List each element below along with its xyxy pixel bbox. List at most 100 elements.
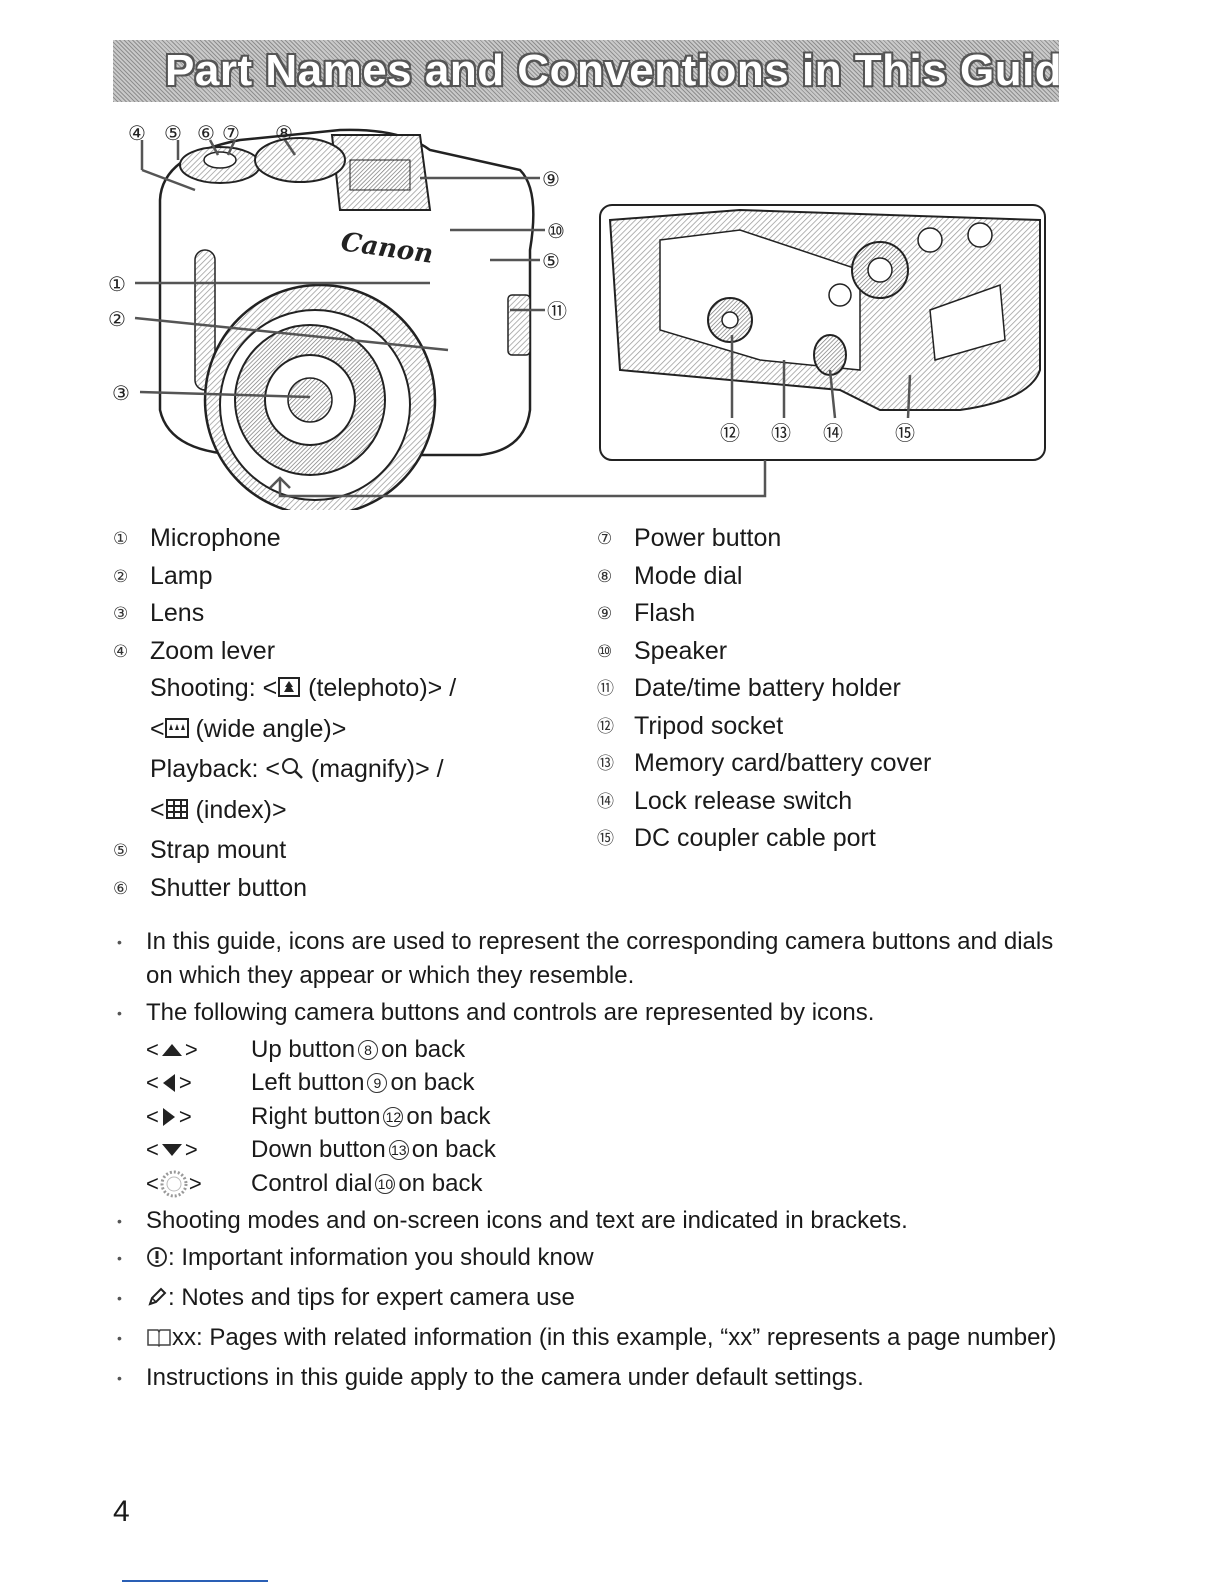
bullet-text: xx: Pages with related information (in t… <box>172 1323 1057 1351</box>
conventions-list: • In this guide, icons are used to repre… <box>113 925 1073 1398</box>
bullet-dot-icon: • <box>117 1212 122 1229</box>
telephoto-icon <box>277 673 301 711</box>
callout-5: ⑤ <box>164 121 182 145</box>
item-label: Mode dial <box>634 561 743 590</box>
item-number: ⑥ <box>113 878 129 898</box>
bullet-text: Shooting modes and on-screen icons and t… <box>146 1206 908 1234</box>
zoom-wide-line: < (wide angle)> <box>113 711 583 752</box>
icon-desc: Control dial <box>251 1169 373 1197</box>
callout-5b: ⑤ <box>542 249 560 273</box>
zoom-shooting-line: Shooting: < (telephoto)> / <box>113 670 583 711</box>
bullet-item: • The following camera buttons and contr… <box>113 996 1073 1030</box>
camera-diagram-svg: Canon ④ ⑤ ⑥ ⑦ ⑧ ⑨ ⑩ ⑤ ① ② ⑪ ③ <box>108 121 1046 517</box>
item-number: ⑤ <box>113 841 129 860</box>
item-number: ⑧ <box>597 566 613 586</box>
control-dial-icon: <> <box>146 1170 202 1198</box>
bullet-dot-icon: • <box>117 934 122 950</box>
callout-15: ⑮ <box>895 421 915 445</box>
bullet-item: • In this guide, icons are used to repre… <box>113 925 1073 993</box>
icon-desc-suffix: on back <box>411 1136 496 1164</box>
list-item: ⑧ Mode dial <box>597 558 1067 596</box>
ref-number: 10 <box>375 1173 396 1194</box>
callout-10: ⑩ <box>547 219 565 243</box>
item-number: ③ <box>113 604 129 623</box>
icon-desc-suffix: on back <box>398 1169 483 1197</box>
callout-8: ⑧ <box>275 121 293 145</box>
list-item: ⑬ Memory card/battery cover <box>597 745 1067 783</box>
item-number: ⑫ <box>597 716 614 736</box>
item-label: Date/time battery holder <box>634 674 901 702</box>
bullet-dot-icon: • <box>117 1289 122 1306</box>
book-page-ref-icon <box>146 1324 172 1358</box>
icon-desc-suffix: on back <box>381 1035 466 1063</box>
icon-desc: Up button <box>251 1035 356 1063</box>
callout-1: ① <box>108 272 126 296</box>
callout-9: ⑨ <box>542 167 560 191</box>
item-label: Flash <box>634 599 696 627</box>
ref-number: 13 <box>388 1140 409 1161</box>
page-number: 4 <box>113 1495 130 1528</box>
bullet-item: • : Important information you should kno… <box>113 1241 1073 1278</box>
item-number: ⑪ <box>597 679 614 698</box>
callout-14: ⑭ <box>823 421 843 445</box>
callout-11: ⑪ <box>547 299 567 323</box>
bullet-dot-icon: • <box>117 1005 122 1021</box>
zoom-shooting-prefix: Shooting: < <box>150 674 278 702</box>
leader-lines <box>134 139 545 399</box>
bullet-item: • Instructions in this guide apply to th… <box>113 1361 1073 1395</box>
magnify-icon <box>280 754 304 792</box>
page-title: Part Names and Conventions in This Guide <box>165 46 1059 95</box>
item-label: Shutter button <box>150 873 308 902</box>
zoom-index-prefix: < <box>150 795 165 824</box>
item-number: ⑩ <box>597 641 613 661</box>
icon-desc: Right button <box>251 1102 381 1130</box>
bullet-text: : Notes and tips for expert camera use <box>168 1283 575 1311</box>
header-banner: Part Names and Conventions in This Guide <box>113 40 1059 102</box>
left-arrow-icon: <> <box>146 1070 192 1096</box>
item-label: Memory card/battery cover <box>634 749 932 777</box>
bullet-item: • : Notes and tips for expert camera use <box>113 1281 1073 1318</box>
footer-rule <box>122 1580 268 1582</box>
callout-6: ⑥ <box>197 121 215 145</box>
inset-leader-lines <box>269 335 912 498</box>
callout-2: ② <box>108 307 126 331</box>
zoom-wide-prefix: < <box>150 714 165 743</box>
bullet-dot-icon: • <box>117 1249 122 1266</box>
bullet-item: • xx: Pages with related information (in… <box>113 1321 1073 1358</box>
up-arrow-icon: <> <box>146 1036 198 1062</box>
inset-callouts: ⑫ ⑬ ⑭ ⑮ <box>720 421 915 445</box>
front-callouts: ④ ⑤ ⑥ ⑦ ⑧ ⑨ ⑩ ⑤ ① ② ⑪ ③ <box>108 121 567 405</box>
zoom-playback-prefix: Playback: < <box>150 755 280 783</box>
item-number: ⑦ <box>597 529 613 548</box>
ref-number: 9 <box>367 1073 388 1094</box>
item-label: Lock release switch <box>634 786 853 815</box>
item-number: ① <box>113 529 129 548</box>
zoom-magnify-text: (magnify)> / <box>303 755 444 783</box>
icon-desc-suffix: on back <box>406 1102 491 1130</box>
callout-12: ⑫ <box>720 421 740 445</box>
camera-front-illustration: Canon <box>158 128 535 517</box>
item-number: ⑬ <box>597 754 614 773</box>
down-arrow-icon: <> <box>146 1137 198 1163</box>
callout-3: ③ <box>112 381 130 405</box>
list-item: ⑪ Date/time battery holder <box>597 670 1067 708</box>
zoom-index-line: < (index)> <box>113 792 583 833</box>
item-label: Lamp <box>150 561 213 590</box>
bullet-text: : Important information you should know <box>168 1243 594 1271</box>
callout-13: ⑬ <box>771 421 791 445</box>
